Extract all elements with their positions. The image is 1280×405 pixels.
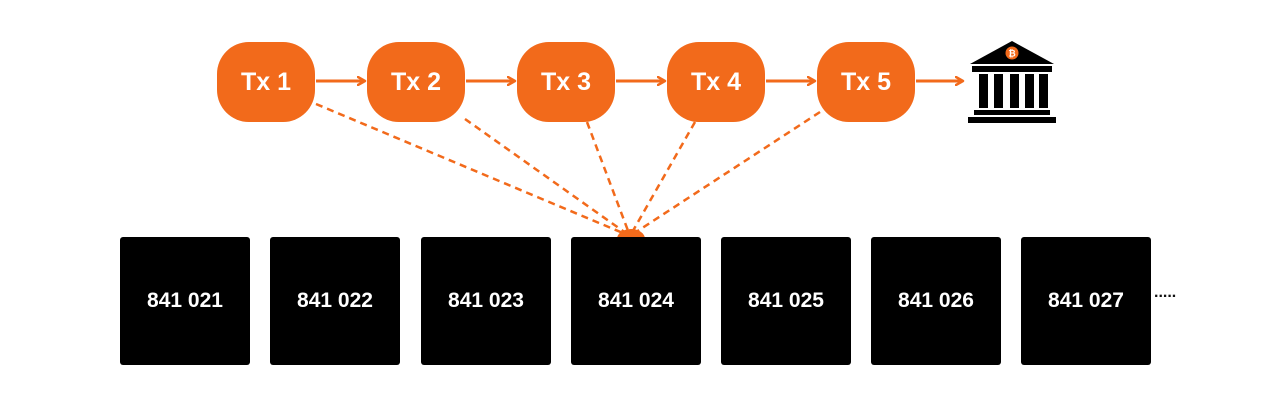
tx-label: Tx 3: [540, 67, 592, 96]
block-label: 841 025: [748, 289, 824, 312]
block-label: 841 023: [448, 289, 524, 312]
continuation-ellipsis: .....: [1154, 284, 1177, 301]
dashed-line-tx4: [628, 121, 697, 237]
convergence-point-icon: [617, 229, 645, 239]
tx-label: Tx 2: [390, 67, 442, 96]
tx-node-3: Tx 3: [517, 42, 615, 122]
inclusion-lines: [315, 102, 821, 238]
tx-node-4: Tx 4: [667, 42, 765, 122]
block-841021: 841 021: [120, 237, 250, 365]
dashed-line-tx5: [629, 110, 821, 238]
block-label: 841 026: [898, 289, 974, 312]
tx-node-5: Tx 5: [817, 42, 915, 122]
tx-node-2: Tx 2: [367, 42, 465, 122]
dashed-line-tx1: [315, 102, 631, 238]
dashed-line-tx3: [585, 121, 632, 237]
block-label: 841 024: [598, 289, 674, 312]
dashed-line-tx2: [464, 117, 631, 238]
svg-text:₿: ₿: [1008, 49, 1015, 60]
tx-label: Tx 4: [690, 67, 742, 96]
block-841022: 841 022: [270, 237, 400, 365]
bitcoin-icon: ₿: [1005, 46, 1019, 60]
tx-label: Tx 1: [240, 67, 292, 96]
tx-label: Tx 5: [840, 67, 892, 96]
tx-node-1: Tx 1: [217, 42, 315, 122]
block-841027: 841 027: [1021, 237, 1151, 365]
block-label: 841 021: [147, 289, 223, 312]
block-841024: 841 024: [571, 237, 701, 365]
block-841023: 841 023: [421, 237, 551, 365]
block-label: 841 027: [1048, 289, 1124, 312]
bank-building-icon: ₿: [968, 41, 1056, 123]
block-841026: 841 026: [871, 237, 1001, 365]
block-label: 841 022: [297, 289, 373, 312]
block-841025: 841 025: [721, 237, 851, 365]
